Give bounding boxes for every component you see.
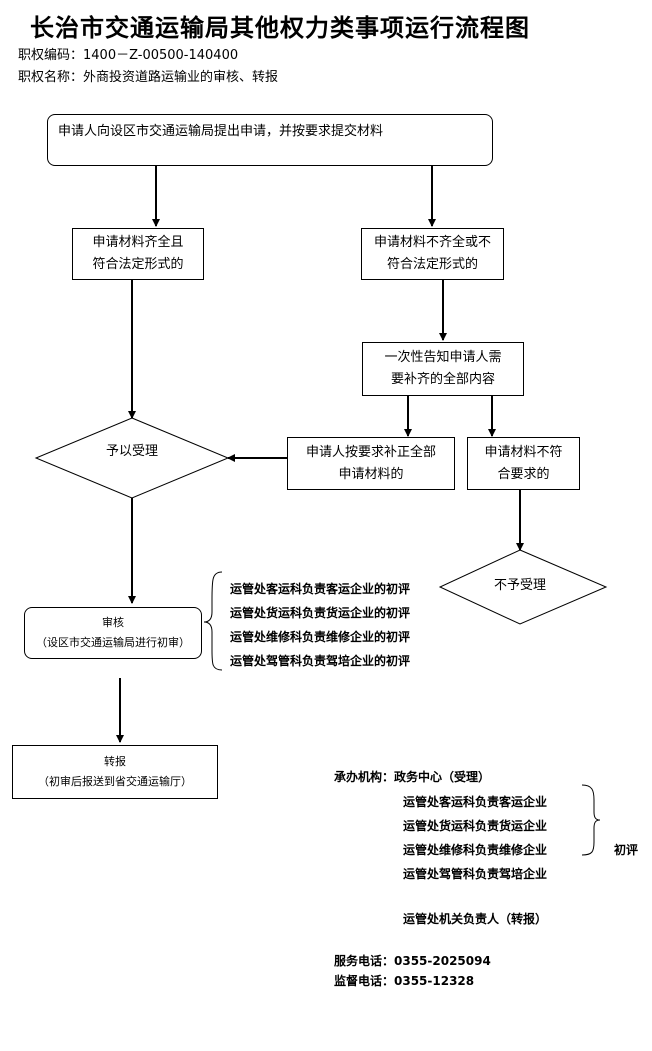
notify-line-1: 一次性告知申请人需 xyxy=(384,350,502,365)
review-brace xyxy=(203,571,223,671)
unit-repair: 运管处维修科负责维修企业 xyxy=(403,843,548,857)
unit-driving: 运管处驾管科负责驾培企业 xyxy=(403,867,548,881)
transfer-person: 运管处机关负责人（转报） xyxy=(403,912,548,926)
unit-passenger: 运管处客运科负责客运企业 xyxy=(403,795,548,809)
page-title: 长治市交通运输局其他权力类事项运行流程图 xyxy=(30,14,530,42)
review-subtitle: （设区市交通运输局进行初审） xyxy=(36,636,190,649)
start-step-text: 申请人向设区市交通运输局提出申请，并按要求提交材料 xyxy=(58,124,384,139)
incomplete-line-2: 符合法定形式的 xyxy=(386,257,478,272)
transfer-step-box: 转报 （初审后报送到省交通运输厅） xyxy=(12,745,218,799)
authority-code: 职权编码：1400－Z-00500-140400 xyxy=(18,48,239,63)
review-note-passenger: 运管处客运科负责客运企业的初评 xyxy=(230,582,411,596)
reject-diamond xyxy=(438,549,608,625)
transfer-title: 转报 xyxy=(104,755,126,768)
review-title: 审核 xyxy=(102,616,124,629)
review-note-driving: 运管处驾管科负责驾培企业的初评 xyxy=(230,654,411,668)
initial-review-label: 初评 xyxy=(614,843,639,857)
not-meet-line-2: 合要求的 xyxy=(497,466,550,482)
reject-label: 不予受理 xyxy=(493,578,546,593)
start-step-box: 申请人向设区市交通运输局提出申请，并按要求提交材料 xyxy=(47,114,493,166)
not-meet-requirements-box: 申请材料不符 合要求的 xyxy=(467,437,580,490)
supplement-line-2: 申请材料的 xyxy=(338,466,404,482)
supplement-line-1: 申请人按要求补正全部 xyxy=(305,444,436,460)
incomplete-materials-box: 申请材料不齐全或不 符合法定形式的 xyxy=(361,228,504,280)
notify-applicant-box: 一次性告知申请人需 要补齐的全部内容 xyxy=(362,342,524,396)
review-note-freight: 运管处货运科负责货运企业的初评 xyxy=(230,606,411,620)
incomplete-line-1: 申请材料不齐全或不 xyxy=(373,235,491,250)
unit-freight: 运管处货运科负责货运企业 xyxy=(403,819,548,833)
transfer-subtitle: （初审后报送到省交通运输厅） xyxy=(38,775,192,788)
complete-materials-box: 申请材料齐全且 符合法定形式的 xyxy=(72,228,204,280)
review-step-box: 审核 （设区市交通运输局进行初审） xyxy=(24,607,202,659)
review-note-repair: 运管处维修科负责维修企业的初评 xyxy=(230,630,411,644)
units-brace xyxy=(581,784,601,856)
supplement-materials-box: 申请人按要求补正全部 申请材料的 xyxy=(287,437,455,490)
supervise-phone: 监督电话：0355-12328 xyxy=(334,974,475,988)
complete-line-2: 符合法定形式的 xyxy=(92,257,184,272)
handling-org: 承办机构：政务中心（受理） xyxy=(334,770,491,784)
service-phone: 服务电话：0355-2025094 xyxy=(334,954,491,968)
authority-name: 职权名称：外商投资道路运输业的审核、转报 xyxy=(18,70,279,85)
accept-label: 予以受理 xyxy=(105,444,158,459)
not-meet-line-1: 申请材料不符 xyxy=(484,444,563,460)
complete-line-1: 申请材料齐全且 xyxy=(92,235,184,250)
accept-diamond xyxy=(34,417,230,499)
notify-line-2: 要补齐的全部内容 xyxy=(390,372,495,387)
